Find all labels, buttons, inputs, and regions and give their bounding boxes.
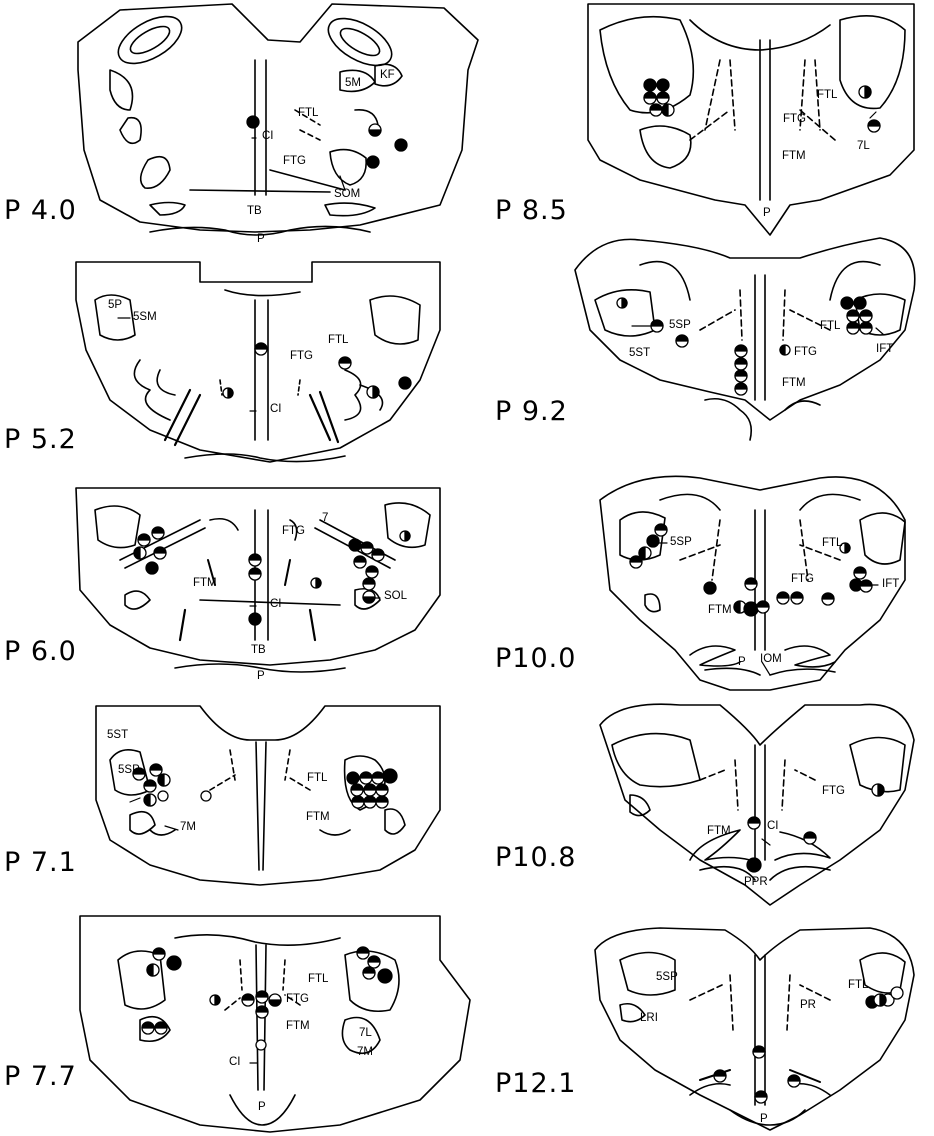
region-label: 5P (108, 300, 122, 312)
section-p7-7-cells (142, 947, 392, 1050)
region-label: TB (247, 206, 262, 218)
region-label: FTG (794, 347, 817, 359)
region-label: FTG (282, 526, 305, 538)
region-label: 5SP (118, 765, 140, 777)
section-label-p4-0: P 4.0 (4, 195, 77, 226)
section-label-p9-2: P 9.2 (495, 396, 568, 427)
region-label: 5M (345, 78, 361, 90)
section-p4-0-outline (78, 4, 478, 235)
region-label: LRI (640, 1013, 658, 1025)
section-p5-2-outline (76, 262, 440, 462)
region-label: 5SP (669, 320, 691, 332)
region-label: FTM (286, 1021, 310, 1033)
region-label: CI (270, 404, 282, 416)
region-label: FTL (298, 108, 318, 120)
region-label: P (760, 1114, 768, 1126)
region-label: FTL (848, 980, 868, 992)
region-label: FTG (286, 994, 309, 1006)
section-label-p10-8: P10.8 (495, 842, 576, 873)
leader-lines (118, 112, 884, 1063)
section-p8-5-cells (644, 79, 880, 132)
region-label: PR (800, 1000, 816, 1012)
section-label-p8-5: P 8.5 (495, 195, 568, 226)
region-label: 7M (357, 1047, 373, 1059)
region-label: TB (251, 645, 266, 657)
region-label: CI (270, 599, 282, 611)
region-label: FTG (283, 156, 306, 168)
section-label-p6-0: P 6.0 (4, 636, 77, 667)
region-label: P (257, 671, 265, 683)
section-p10-8-outline (600, 704, 914, 905)
region-label: FTM (193, 578, 217, 590)
section-p12-1-outline (595, 928, 914, 1130)
region-label: CI (229, 1057, 241, 1069)
region-label: 7 (322, 513, 328, 525)
region-label: FTG (791, 574, 814, 586)
region-label: IFT (882, 579, 899, 591)
region-label: 5SM (133, 312, 157, 324)
section-p7-7-outline (80, 916, 470, 1132)
section-label-p12-1: P12.1 (495, 1068, 576, 1099)
region-label: FTL (820, 321, 840, 333)
region-label: PPR (744, 877, 768, 889)
region-label: FTL (822, 538, 842, 550)
region-label: IOM (760, 654, 782, 666)
section-p5-2-cells (223, 343, 411, 398)
region-label: 5ST (629, 348, 650, 360)
section-p9-2-outline (575, 238, 915, 440)
section-label-p7-7: P 7.7 (4, 1061, 77, 1092)
region-label: FTM (782, 151, 806, 163)
section-p9-2-cells (617, 297, 872, 395)
region-label: SOL (384, 591, 407, 603)
region-label: 5ST (107, 730, 128, 742)
region-label: FTM (782, 378, 806, 390)
region-label: 7M (180, 822, 196, 834)
region-label: FTG (783, 114, 806, 126)
region-label: P (257, 234, 265, 246)
region-label: 7L (359, 1028, 372, 1040)
region-label: FTL (307, 773, 327, 785)
section-label-p7-1: P 7.1 (4, 847, 77, 878)
region-label: FTL (328, 335, 348, 347)
region-label: KF (380, 70, 395, 82)
region-label: IFT (876, 344, 893, 356)
region-label: FTG (290, 351, 313, 363)
region-label: P (763, 208, 771, 220)
region-label: SOM (334, 189, 360, 201)
region-label: FTG (822, 786, 845, 798)
section-label-p10-0: P10.0 (495, 643, 576, 674)
region-label: CI (262, 131, 274, 143)
region-label: CI (767, 821, 779, 833)
region-label: FTL (817, 90, 837, 102)
section-p8-5-outline (588, 4, 914, 235)
region-label: FTM (306, 812, 330, 824)
region-label: 5SP (656, 972, 678, 984)
section-label-p5-2: P 5.2 (4, 424, 77, 455)
region-label: FTM (707, 826, 731, 838)
region-label: FTL (308, 974, 328, 986)
region-label: 5SP (670, 537, 692, 549)
region-label: P (258, 1102, 266, 1114)
region-label: 7L (857, 141, 870, 153)
region-label: FTM (708, 605, 732, 617)
region-label: P (738, 657, 746, 669)
